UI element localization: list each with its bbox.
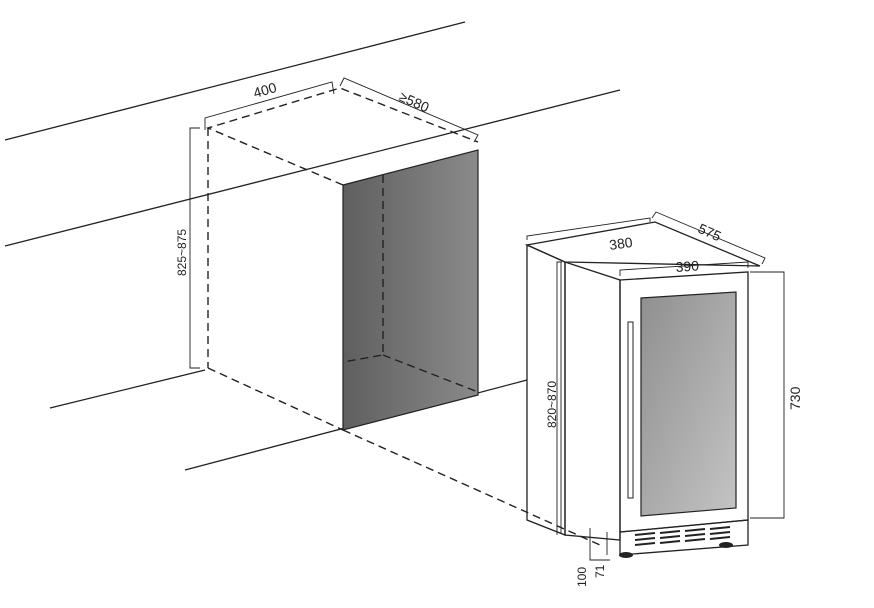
appliance-height-label: 820~870 — [545, 381, 559, 428]
base-vents — [634, 526, 731, 546]
cavity-height-label: 825~875 — [175, 229, 189, 276]
base-height-label: 100 — [575, 567, 589, 587]
cavity-depth-label: ≥580 — [397, 88, 432, 115]
appliance-width-label: 380 — [608, 234, 634, 253]
cavity-opening — [342, 149, 479, 431]
door-height-label: 730 — [787, 386, 803, 410]
wine-cooler — [524, 221, 761, 558]
cavity — [205, 87, 601, 546]
door-width-label: 390 — [675, 257, 700, 275]
cavity-width-label: 400 — [251, 79, 278, 101]
door-glass — [640, 291, 737, 517]
plinth-height-label: 71 — [593, 564, 607, 578]
foot — [619, 552, 633, 558]
door-handle — [627, 321, 634, 499]
foot — [719, 542, 733, 548]
